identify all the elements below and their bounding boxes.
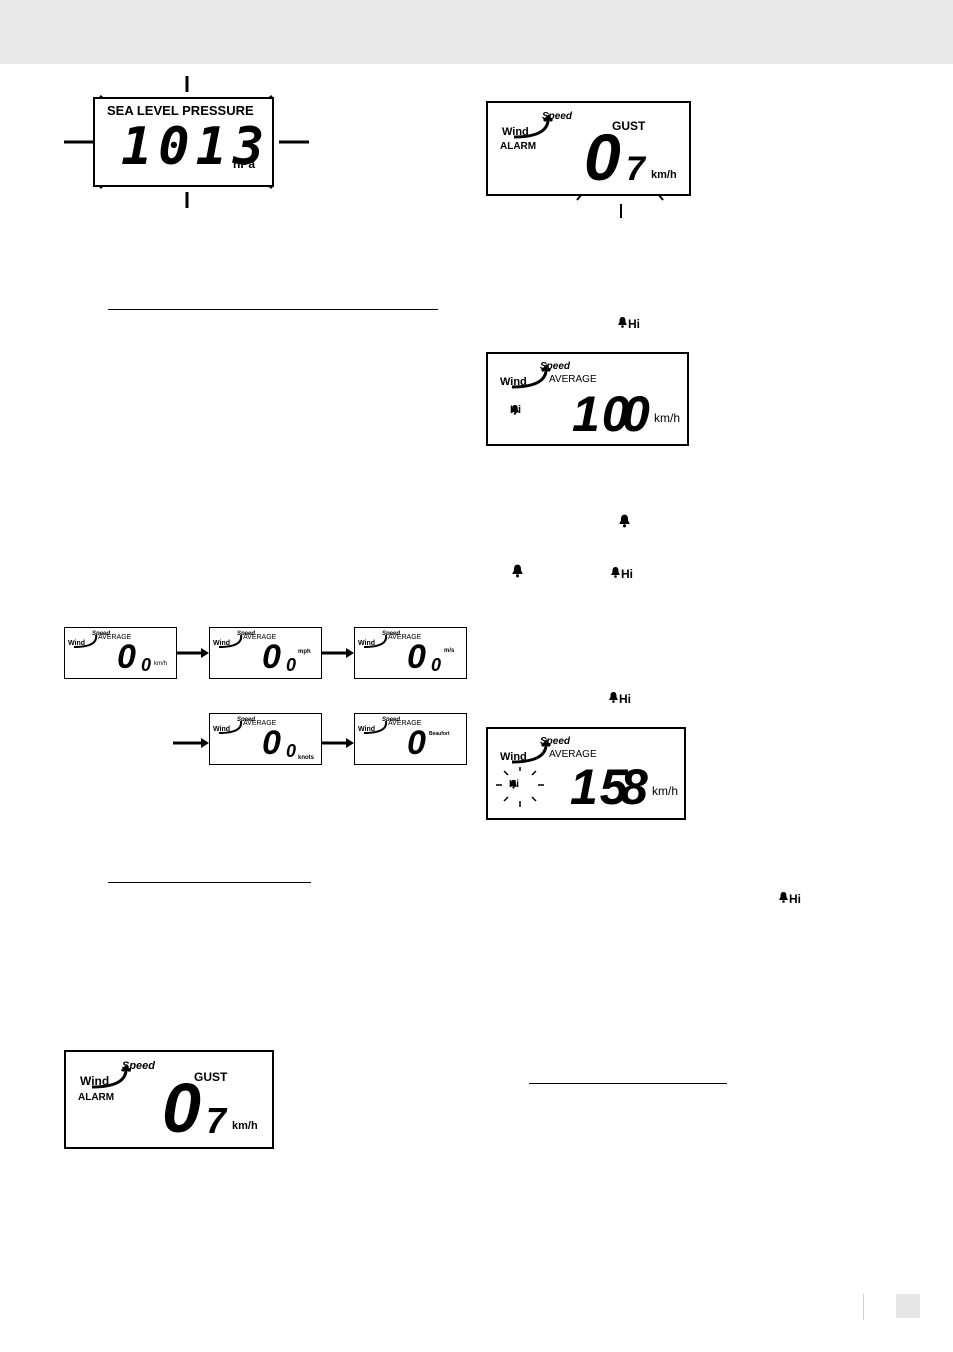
bell-icon: [609, 692, 618, 703]
reading-dec: 0: [431, 655, 442, 675]
reading-int: 0: [117, 638, 136, 676]
svg-text:Wind: Wind: [68, 640, 85, 647]
unit-cycle-display-mph: Wind Speed AVERAGE 0 0 mph: [209, 627, 322, 679]
flash-rays-icon: [496, 767, 544, 807]
reading-int: 0: [262, 724, 281, 762]
page-header-bar: [0, 0, 953, 64]
reading-dec: 7: [206, 1100, 227, 1141]
section-divider: [108, 309, 438, 310]
reading-unit: km/h: [154, 661, 168, 667]
hi-label: Hi: [621, 567, 633, 581]
bell-hi-icon: Hi: [509, 779, 519, 790]
gust-alarm-flashing-lcd-display: Wind Speed GUST ALARM 0 7 km/h: [486, 101, 691, 196]
arrow-right-icon: [322, 738, 354, 748]
svg-text:Speed: Speed: [540, 736, 571, 747]
svg-text:Wind: Wind: [500, 751, 527, 763]
reading-dec: 0: [286, 655, 297, 675]
reading-int: 0: [584, 120, 621, 194]
bell-icon: [618, 317, 627, 328]
arrow-right-icon: [322, 648, 354, 658]
reading-int: 0: [407, 638, 426, 676]
pressure-title: SEA LEVEL PRESSURE: [107, 103, 254, 118]
unit-cycle-display-beaufort: Wind Speed AVERAGE 0 Beaufort: [354, 713, 467, 765]
reading-unit: Beaufort: [429, 731, 450, 737]
average-label: AVERAGE: [388, 634, 422, 641]
hi-label: Hi: [619, 692, 631, 706]
reading-unit: km/h: [654, 411, 681, 425]
average-label: AVERAGE: [549, 374, 597, 385]
svg-text:Wind: Wind: [502, 126, 529, 138]
arrow-right-icon: [173, 738, 209, 748]
reading-int: 0: [162, 1069, 201, 1147]
pressure-lcd-display: SEA LEVEL PRESSURE 1013 hPa: [93, 97, 274, 187]
bell-hi-icon: Hi: [617, 316, 640, 331]
unit-cycle-display-kmh: Wind Speed AVERAGE 0 0 km/h: [64, 627, 177, 679]
reading-unit: km/h: [232, 1120, 258, 1132]
bell-icon: [510, 404, 520, 415]
reading-unit: m/s: [444, 648, 455, 654]
reading-int: 10: [572, 386, 632, 442]
reading-int: 15: [570, 759, 630, 815]
bell-icon: [512, 564, 523, 578]
gust-label: GUST: [194, 1070, 228, 1084]
svg-text:Wind: Wind: [500, 376, 527, 388]
svg-text:Wind: Wind: [213, 640, 230, 647]
bell-hi-icon: Hi: [608, 691, 631, 706]
reading-dec: 8: [620, 759, 648, 815]
reading-dec: 7: [626, 150, 645, 188]
reading-dec: 0: [286, 741, 297, 761]
arrow-right-icon: [177, 648, 209, 658]
bell-icon: [611, 567, 620, 578]
average-label: AVERAGE: [243, 634, 277, 641]
svg-text:Wind: Wind: [213, 726, 230, 733]
average-label: AVERAGE: [243, 720, 277, 727]
hi-label: Hi: [628, 317, 640, 331]
reading-dec: 0: [622, 386, 650, 442]
page-number-box: [896, 1294, 920, 1318]
average-label: AVERAGE: [98, 634, 132, 641]
reading-unit: km/h: [651, 169, 677, 181]
reading-int: 0: [262, 638, 281, 676]
reading-unit: km/h: [652, 784, 679, 798]
svg-text:Wind: Wind: [358, 640, 375, 647]
section-divider: [529, 1083, 727, 1084]
hi-alarm-triggered-lcd-display: Wind Speed AVERAGE Hi 15 8 km/h: [486, 727, 686, 820]
footer-divider: [863, 1294, 864, 1320]
average-label: AVERAGE: [388, 720, 422, 727]
gust-label: GUST: [612, 119, 646, 133]
svg-text:Wind: Wind: [358, 726, 375, 733]
gust-alarm-lcd-display: Wind Speed GUST ALARM 0 7 km/h: [64, 1050, 274, 1149]
svg-text:Speed: Speed: [382, 717, 400, 723]
svg-text:Speed: Speed: [382, 631, 400, 637]
hi-alarm-lcd-display: Wind Speed AVERAGE Hi 10 0 km/h: [486, 352, 689, 446]
hi-label: Hi: [789, 892, 801, 906]
section-divider: [108, 882, 311, 883]
svg-text:Speed: Speed: [237, 717, 255, 723]
reading-int: 0: [407, 724, 426, 762]
svg-text:Speed: Speed: [122, 1060, 155, 1072]
reading-unit: knots: [298, 755, 315, 761]
pressure-unit: hPa: [233, 157, 256, 171]
svg-text:Speed: Speed: [542, 111, 573, 122]
average-label: AVERAGE: [549, 749, 597, 760]
bell-hi-icon: Hi: [778, 891, 801, 906]
pressure-value: 1013: [121, 117, 271, 177]
bell-icon: [509, 779, 518, 789]
reading-unit: mph: [298, 649, 311, 655]
bell-hi-icon: Hi: [510, 404, 521, 416]
svg-text:Speed: Speed: [540, 361, 571, 372]
bell-hi-icon: Hi: [610, 566, 633, 581]
svg-text:Wind: Wind: [80, 1074, 109, 1088]
bell-icon: [779, 892, 788, 903]
alarm-label: ALARM: [78, 1092, 115, 1103]
reading-dec: 0: [141, 655, 152, 675]
bell-icon: [619, 514, 630, 528]
alarm-label: ALARM: [500, 141, 537, 152]
unit-cycle-display-ms: Wind Speed AVERAGE 0 0 m/s: [354, 627, 467, 679]
svg-text:Speed: Speed: [237, 631, 255, 637]
svg-text:Speed: Speed: [92, 631, 110, 637]
unit-cycle-display-knots: Wind Speed AVERAGE 0 0 knots: [209, 713, 322, 765]
